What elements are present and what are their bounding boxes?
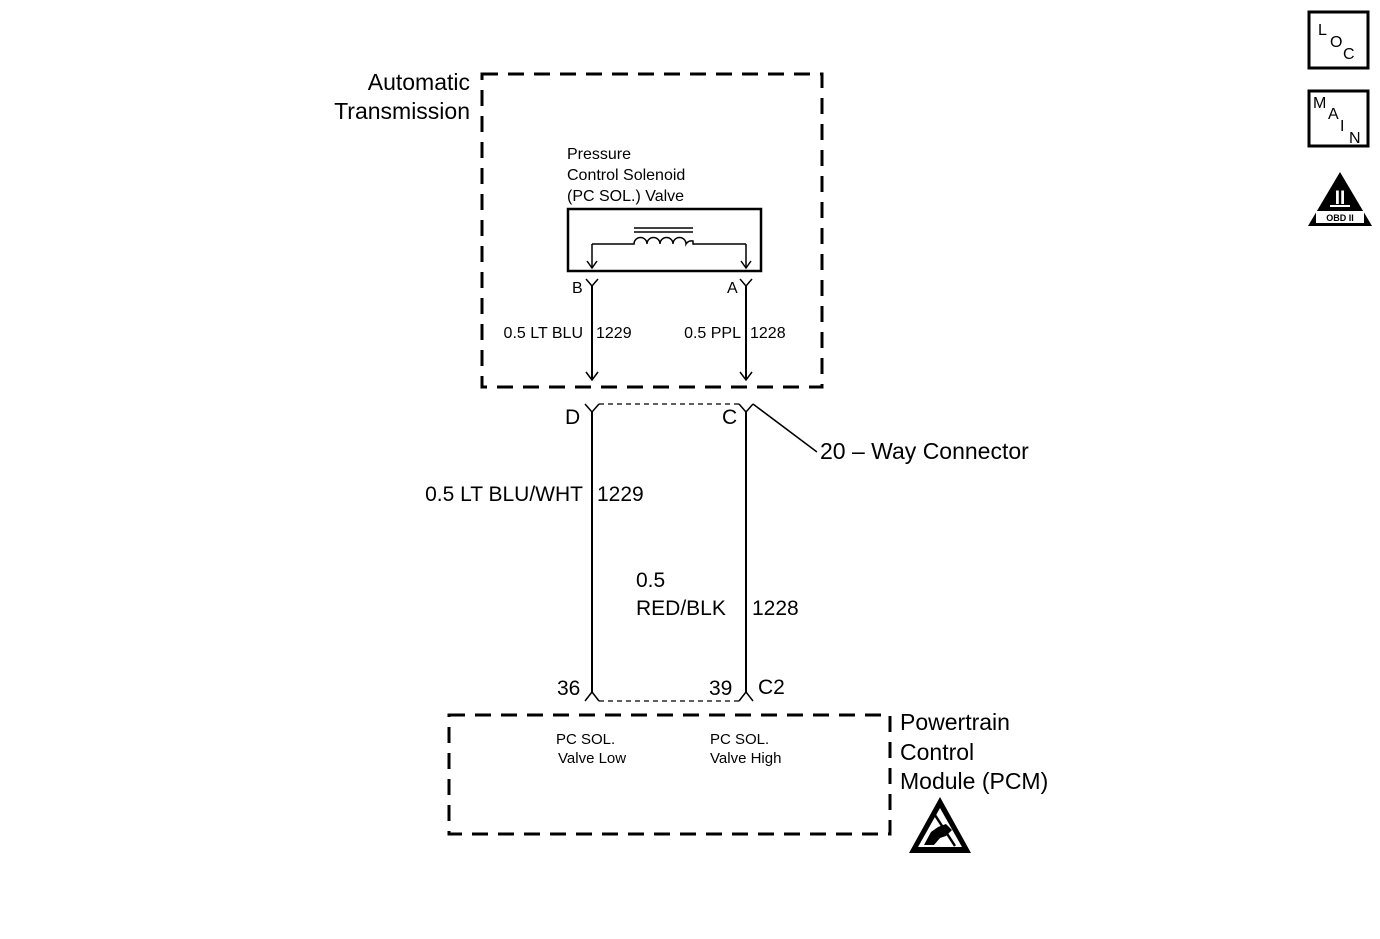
solenoid-pin-b-connector (585, 278, 599, 288)
obd-ii-icon[interactable]: II OBD II (1308, 172, 1372, 226)
wire-1228-outer-circuit: 1228 (752, 597, 799, 620)
wire-1229-outer-color: 0.5 LT BLU/WHT (425, 483, 583, 506)
wire-1228-inner-color: 0.5 PPL (684, 325, 741, 342)
pcm-pin-36-symbol (584, 690, 600, 702)
pcm-label-line1: Powertrain (900, 709, 1010, 735)
connector-leader-line (752, 403, 818, 453)
main-icon-letter-3: I (1340, 118, 1344, 135)
connector-label: 20 – Way Connector (820, 438, 1029, 464)
connector-pin-d-symbol (584, 403, 600, 414)
solenoid-label-line1: Pressure (567, 146, 631, 163)
connector-pin-d: D (565, 406, 580, 429)
solenoid-label-line3: (PC SOL.) Valve (567, 188, 684, 205)
main-icon[interactable]: M A I N (1307, 89, 1370, 148)
main-icon-letter-2: A (1328, 106, 1339, 123)
solenoid-pin-b: B (572, 280, 583, 297)
pcm-terminal-high-line1: PC SOL. (710, 731, 769, 748)
pcm-label-line3: Module (PCM) (900, 768, 1048, 794)
pcm-pin-39: 39 (709, 677, 732, 700)
connector-pin-c-symbol (738, 403, 754, 414)
wire-1229-outer-circuit: 1229 (597, 483, 644, 506)
pcm-enclosure (447, 713, 892, 836)
pcm-pin-39-symbol (738, 690, 754, 702)
transmission-label-line2: Transmission (334, 98, 470, 124)
wire-1229-inner-color: 0.5 LT BLU (504, 325, 583, 342)
wire-1228-outer-color: RED/BLK (636, 597, 726, 620)
loc-icon-letter-1: L (1318, 22, 1327, 39)
wire-1228-outer-gauge: 0.5 (636, 569, 665, 592)
solenoid-pin-a-connector (739, 278, 753, 288)
esd-warning-icon (909, 797, 971, 853)
wire-1229-inner-circuit: 1229 (596, 325, 632, 342)
transmission-label-line1: Automatic (368, 69, 470, 95)
wire-1228-arrow (739, 371, 753, 382)
solenoid-component (566, 207, 763, 273)
loc-icon[interactable]: L O C (1307, 10, 1370, 70)
wire-1228-inner-circuit: 1228 (750, 325, 786, 342)
solenoid-pin-a: A (727, 280, 738, 297)
pcm-pin-36: 36 (557, 677, 580, 700)
wire-1229-arrow (585, 371, 599, 382)
pcm-terminal-low-line2: Valve Low (558, 750, 626, 767)
loc-icon-letter-2: O (1330, 34, 1342, 51)
pcm-terminal-low-line1: PC SOL. (556, 731, 615, 748)
solenoid-label-line2: Control Solenoid (567, 167, 685, 184)
main-icon-letter-1: M (1313, 95, 1326, 112)
pcm-label-line2: Control (900, 739, 974, 765)
pcm-terminal-high-line2: Valve High (710, 750, 781, 767)
main-icon-letter-4: N (1349, 130, 1361, 147)
obd-ii-text: OBD II (1326, 213, 1354, 223)
connector-pin-c: C (722, 406, 737, 429)
obd-ii-numeral: II (1335, 188, 1346, 209)
pcm-connector-id: C2 (758, 676, 785, 699)
loc-icon-letter-3: C (1343, 46, 1355, 63)
transmission-enclosure (480, 72, 824, 389)
